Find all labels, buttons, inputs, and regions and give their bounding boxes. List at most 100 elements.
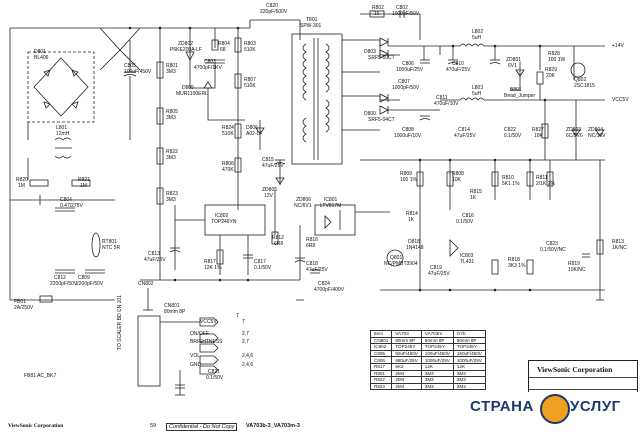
component-label: 68	[220, 47, 226, 53]
bom-header-cell: VA703	[391, 330, 422, 338]
handshake-logo-icon	[540, 394, 570, 424]
component-label: R814	[406, 211, 418, 217]
component-label: 2SC1815	[574, 83, 595, 89]
component-label: 2/1K 1%	[536, 181, 555, 187]
component-label: R804	[218, 41, 230, 47]
component-label: SRF5-10CT	[368, 55, 395, 61]
component-label: R812	[272, 235, 284, 241]
pin-vol: 2,4,6	[242, 353, 254, 359]
component-label: 4700pF/400V	[314, 287, 345, 293]
component-label: NC/6V1	[294, 203, 312, 209]
component-label: C824	[318, 281, 330, 287]
component-label: TOP246YN	[211, 219, 237, 225]
bom-header-cell: Item	[369, 330, 393, 338]
component-label: 0.1/50V	[254, 265, 272, 271]
component-label: C822	[504, 127, 516, 133]
component-label: 3M3	[166, 155, 176, 161]
component-label: 100uF/450V	[124, 69, 152, 75]
bom-table-cell: CN801	[369, 336, 393, 345]
bom-table-cell: R822	[369, 376, 393, 384]
component-label: R822	[166, 149, 178, 155]
pin-brightness: 2,7	[242, 339, 249, 345]
bom-table-cell: 80mm 8P	[420, 336, 454, 345]
bom-table-cell: 2M4	[391, 376, 422, 384]
component-label: NC/PMBT3904	[384, 261, 418, 267]
component-label: C817	[254, 259, 266, 265]
component-label: R829	[545, 67, 557, 73]
component-label: 3M3	[166, 197, 176, 203]
component-label: R809	[400, 171, 412, 177]
footer-confidential: Confidential - Do Not Copy	[166, 423, 238, 431]
title-block-company: ViewSonic Corporation	[537, 365, 613, 374]
component-label: C805	[124, 63, 136, 69]
component-label: 2200pF/50V	[76, 281, 104, 287]
net-vcc5v: VCC5V	[200, 319, 217, 325]
bom-table-cell: 80mm 8P	[452, 336, 486, 345]
bom-header-cell: G7b	[452, 330, 486, 338]
component-label: BL406	[34, 55, 49, 61]
component-label: 47uF/25V	[454, 133, 476, 139]
bom-table-cell: 3M3	[452, 376, 486, 384]
component-label: 0.1/50V/NC	[540, 247, 566, 253]
net-vol: VOL	[190, 353, 201, 359]
component-label: 5uH	[472, 35, 482, 41]
component-label: C802	[396, 5, 408, 11]
component-label: 0.47/275V	[60, 203, 83, 209]
component-label: C816	[462, 213, 474, 219]
component-label: R823	[166, 191, 178, 197]
component-label: 6R8	[306, 243, 316, 249]
component-label: 10K/NC	[568, 267, 586, 273]
component-label: 12V	[264, 193, 273, 199]
component-label: R816	[306, 237, 318, 243]
component-label: R811	[536, 175, 548, 181]
watermark-right-text: УСЛУГ	[570, 398, 621, 415]
component-label: D805	[182, 85, 194, 91]
component-label: C815	[262, 157, 274, 163]
component-label: 10K	[534, 133, 543, 139]
footer-page-number: 59	[150, 423, 157, 429]
component-label: 12mH	[56, 131, 70, 137]
component-label: D806	[246, 125, 258, 131]
component-label: 47uF/25V	[262, 163, 284, 169]
component-label: C811	[436, 95, 448, 101]
component-label: Q802	[574, 77, 587, 83]
component-label: R824	[222, 125, 234, 131]
component-label: R813	[612, 239, 624, 245]
bom-table-cell: C805	[369, 349, 393, 358]
bom-table-cell: 3M3	[452, 369, 486, 378]
component-label: 0.1/50V	[206, 375, 224, 381]
watermark-left-text: СТРАНА	[470, 398, 534, 415]
component-label: C813	[148, 251, 160, 257]
component-label: 510K	[244, 47, 256, 53]
component-label: 1000pF/50V	[392, 85, 420, 91]
component-label: 2200pF/50V	[50, 281, 78, 287]
component-label: 5K1 1%	[502, 181, 520, 187]
component-label: 470K	[222, 167, 234, 173]
bom-table-cell: 3M3	[420, 369, 454, 378]
component-label: +14V	[612, 43, 624, 49]
component-label: 6R8	[274, 241, 284, 247]
bom-table-cell: 3M3	[420, 382, 454, 391]
component-label: 10K	[452, 177, 461, 183]
component-label: 220pF/600V	[260, 9, 288, 15]
component-label: C806	[402, 61, 414, 67]
bom-table-cell: 1000uF/25V	[452, 356, 486, 364]
bom-table-cell: R817	[369, 362, 393, 371]
component-label: SRF5-04CT	[368, 117, 395, 123]
component-label: R817	[204, 259, 216, 265]
component-label: 1000uF/10V	[394, 133, 422, 139]
bom-table-cell: 100uF/450V	[420, 349, 454, 358]
component-label: Q801	[390, 255, 403, 261]
component-label: R803	[244, 41, 256, 47]
component-label: 20K	[546, 73, 555, 79]
component-label: R806	[222, 161, 234, 167]
